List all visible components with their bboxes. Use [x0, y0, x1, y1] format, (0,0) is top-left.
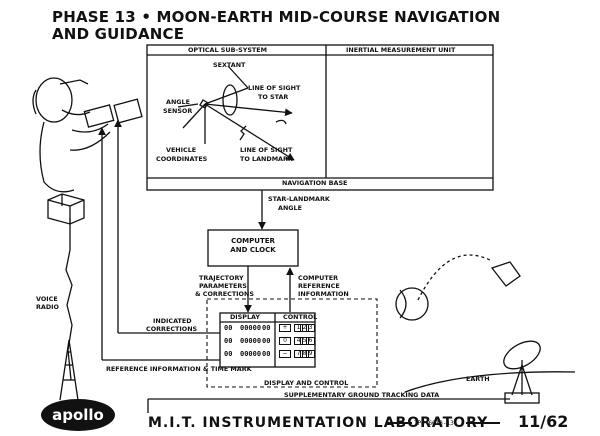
sextant-label: SEXTANT — [213, 61, 246, 69]
trajectory-label-2: PARAMETERS — [199, 282, 247, 290]
key-zero-sign[interactable]: 0 — [279, 337, 291, 345]
readout-r2-b: 00000 — [240, 337, 262, 345]
voice-label: VOICE — [36, 295, 58, 303]
readout-r1-c: 00 — [262, 324, 271, 332]
angle-sensor-label-2: SENSOR — [163, 107, 193, 115]
radio-label: RADIO — [36, 303, 59, 311]
readout-r1-a: 00 — [224, 324, 233, 332]
los-landmark-label-2: TO LANDMARK — [240, 155, 293, 163]
ground-tracking-label: SUPPLEMENTARY GROUND TRACKING DATA — [284, 391, 440, 399]
apollo-logo: apollo — [41, 399, 115, 431]
key-6[interactable]: 6 — [306, 337, 315, 345]
key-3[interactable]: 3 — [306, 324, 315, 332]
trajectory-label-3: & CORRECTIONS — [195, 290, 254, 298]
key-7[interactable]: 7 — [294, 350, 303, 358]
readout-r3-a: 00 — [224, 350, 233, 358]
key-9[interactable]: 9 — [306, 350, 315, 358]
indicated-corrections-label-2: CORRECTIONS — [146, 325, 198, 333]
inertial-unit-label: INERTIAL MEASUREMENT UNIT — [346, 46, 456, 54]
key-2[interactable]: 2 — [300, 324, 309, 332]
page-number: 11/62 — [518, 412, 569, 431]
readout-r2-a: 00 — [224, 337, 233, 345]
key-5[interactable]: 5 — [300, 337, 309, 345]
clock-label: AND CLOCK — [230, 246, 276, 254]
star-landmark-label-2: ANGLE — [278, 204, 302, 212]
display-and-control-label: DISPLAY AND CONTROL — [264, 379, 349, 387]
reference-info-label: REFERENCE INFORMATION & TIME MARK — [106, 365, 252, 373]
indicated-corrections-label-1: INDICATED — [153, 317, 192, 325]
star-landmark-label-1: STAR-LANDMARK — [268, 195, 330, 203]
readout-r1-b: 00000 — [240, 324, 262, 332]
key-4[interactable]: 4 — [294, 337, 303, 345]
key-8[interactable]: 8 — [300, 350, 309, 358]
readout-r3-b: 00000 — [240, 350, 262, 358]
los-star-label-2: TO STAR — [258, 93, 289, 101]
key-plus[interactable]: + — [279, 324, 291, 332]
page-title: PHASE 13 • MOON-EARTH MID-COURSE NAVIGAT… — [52, 8, 501, 26]
vehicle-coords-label-2: COORDINATES — [156, 155, 208, 163]
key-1[interactable]: 1 — [294, 324, 303, 332]
optical-subsystem-label: OPTICAL SUB-SYSTEM — [188, 46, 268, 54]
vehicle-coords-label-1: VEHICLE — [166, 146, 197, 154]
angle-sensor-label-1: ANGLE — [166, 98, 190, 106]
readout-r3-c: 00 — [262, 350, 271, 358]
lab-name: M.I.T. INSTRUMENTATION LABORATORY — [148, 415, 489, 431]
document-code: TP# 6613-13 — [414, 420, 454, 427]
control-label: CONTROL — [283, 313, 318, 321]
los-landmark-label-1: LINE OF SIGHT — [240, 146, 293, 154]
navigation-base-label: NAVIGATION BASE — [282, 179, 348, 187]
display-label: DISPLAY — [230, 313, 261, 321]
readout-r2-c: 00 — [262, 337, 271, 345]
trajectory-label-1: TRAJECTORY — [199, 274, 244, 282]
key-minus[interactable]: − — [279, 350, 291, 358]
los-star-label-1: LINE OF SIGHT — [248, 84, 301, 92]
page-subtitle: AND GUIDANCE — [52, 25, 185, 43]
computer-reference-label-1: COMPUTER — [298, 274, 339, 282]
earth-label: EARTH — [466, 375, 490, 383]
computer-label: COMPUTER — [231, 237, 275, 245]
computer-reference-label-3: INFORMATION — [298, 290, 349, 298]
computer-reference-label-2: REFERENCE — [298, 282, 340, 290]
